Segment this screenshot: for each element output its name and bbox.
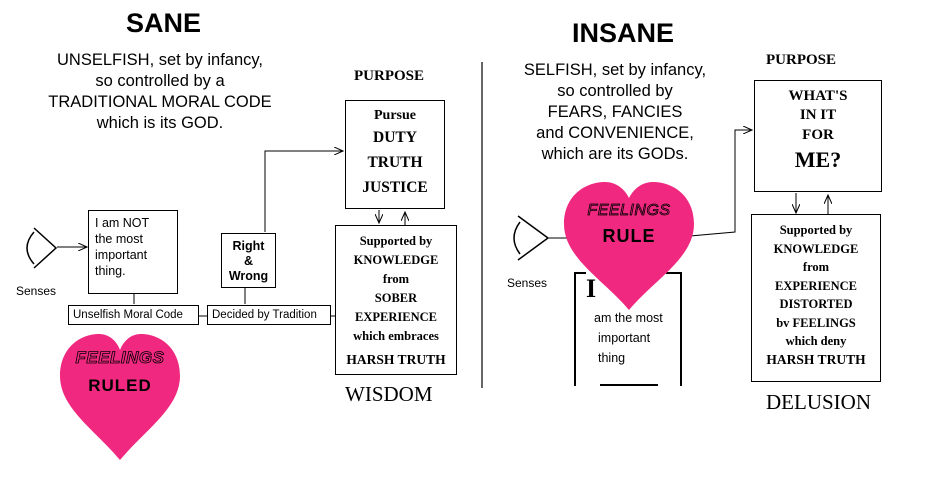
box-line: HARSH TRUTH	[346, 352, 446, 367]
heart-ruled-label: RULED	[88, 376, 152, 395]
box-line: Supported by	[359, 234, 433, 248]
purpose-me: ME?	[794, 147, 842, 172]
insane-support-box: Supported by KNOWLEDGE from EXPERIENCE D…	[751, 214, 881, 382]
box-line: important	[598, 331, 651, 345]
box-line: bv FEELINGS	[776, 315, 856, 330]
box-line: Right	[232, 239, 265, 253]
purpose-truth: TRUTH	[367, 154, 423, 171]
insane-self-box: I am the most important thing	[574, 272, 682, 386]
box-line: EXPERIENCE	[775, 278, 857, 293]
sane-duty-arrow	[264, 151, 343, 232]
heart-feelings-label: FEELINGS	[75, 348, 165, 368]
self-box-text: am the most important thing	[594, 308, 663, 368]
box-line: EXPERIENCE	[355, 310, 437, 324]
insane-feelings-heart	[564, 182, 694, 310]
heart-rule-label: RULE	[602, 226, 656, 246]
sane-intro-line: so controlled by a	[95, 72, 225, 90]
box-line: KNOWLEDGE	[773, 241, 859, 256]
insane-purpose-heading: PURPOSE	[766, 52, 837, 68]
box-line: from	[382, 272, 410, 286]
sane-intro-line: TRADITIONAL MORAL CODE	[48, 93, 272, 111]
box-line: &	[243, 254, 254, 268]
insane-intro-line: and CONVENIENCE,	[536, 124, 694, 142]
sane-right-wrong-box: Right & Wrong	[221, 233, 276, 288]
purpose-in-it: IN IT	[799, 107, 837, 123]
self-box-top-border	[666, 272, 680, 274]
purpose-justice: JUSTICE	[362, 179, 428, 196]
insane-title: INSANE	[572, 18, 675, 48]
box-line: HARSH TRUTH	[766, 351, 866, 367]
box-line: important	[95, 248, 148, 262]
sane-purpose-heading: PURPOSE	[354, 68, 425, 84]
box-line: from	[802, 260, 830, 274]
box-line: which deny	[785, 334, 847, 348]
sane-title: SANE	[126, 8, 202, 38]
sane-heart-text: FEELINGS RULED	[55, 348, 185, 396]
sane-moral-code-label: Unselfish Moral Code	[68, 305, 199, 325]
sane-tradition-label: Decided by Tradition	[207, 305, 331, 325]
purpose-for: FOR	[802, 127, 834, 143]
box-line: DISTORTED	[779, 297, 853, 311]
insane-purpose-box: WHAT'S IN IT FOR ME?	[754, 80, 882, 192]
box-line: Supported by	[779, 223, 853, 237]
self-box-top-border	[576, 272, 586, 274]
sane-eye-pupil	[26, 231, 35, 265]
sane-intro-line: which is its GOD.	[96, 114, 224, 132]
insane-intro-line: FEARS, FANCIES	[547, 103, 683, 121]
sane-intro: UNSELFISH, set by infancy, so controlled…	[20, 50, 300, 134]
sane-senses-label: Senses	[16, 284, 57, 298]
insane-me-arrow	[689, 130, 752, 237]
sane-intro-line: UNSELFISH, set by infancy,	[56, 51, 264, 69]
insane-heart-text: FEELINGS RULE	[560, 202, 698, 247]
box-line: which embraces	[353, 329, 439, 343]
box-line: Wrong	[228, 269, 269, 283]
box-line: thing.	[95, 264, 126, 278]
sane-not-important-box: I am NOT the most important thing.	[88, 210, 178, 294]
insane-eye-shape	[517, 215, 550, 261]
insane-intro-line: so controlled by	[557, 82, 673, 100]
self-box-big-i: I	[586, 274, 597, 303]
sane-eye-shape	[33, 227, 58, 269]
box-line: I am NOT	[95, 216, 150, 230]
box-line: KNOWLEDGE	[353, 253, 439, 267]
sane-feelings-heart	[60, 334, 180, 460]
self-box-bottom-border	[600, 384, 658, 386]
insane-intro-line: SELFISH, set by infancy,	[523, 61, 707, 79]
box-line: the most	[95, 232, 143, 246]
insane-intro: SELFISH, set by infancy, so controlled b…	[495, 60, 735, 165]
sane-support-box: Supported by KNOWLEDGE from SOBER EXPERI…	[335, 225, 457, 375]
purpose-whats: WHAT'S	[788, 88, 848, 104]
heart-feelings-label: FEELINGS	[587, 202, 671, 220]
insane-senses-label: Senses	[507, 276, 548, 290]
box-line: thing	[598, 351, 626, 365]
sane-purpose-box: Pursue DUTY TRUTH JUSTICE	[345, 100, 445, 209]
sane-result-wisdom: WISDOM	[345, 382, 433, 406]
box-line: am the most	[594, 311, 663, 325]
insane-eye-pupil	[513, 221, 521, 255]
insane-intro-line: which are its GODs.	[541, 145, 689, 163]
purpose-pursue: Pursue	[374, 108, 416, 123]
insane-result-delusion: DELUSION	[766, 390, 871, 414]
box-line: SOBER	[374, 291, 418, 305]
purpose-duty: DUTY	[373, 129, 417, 146]
